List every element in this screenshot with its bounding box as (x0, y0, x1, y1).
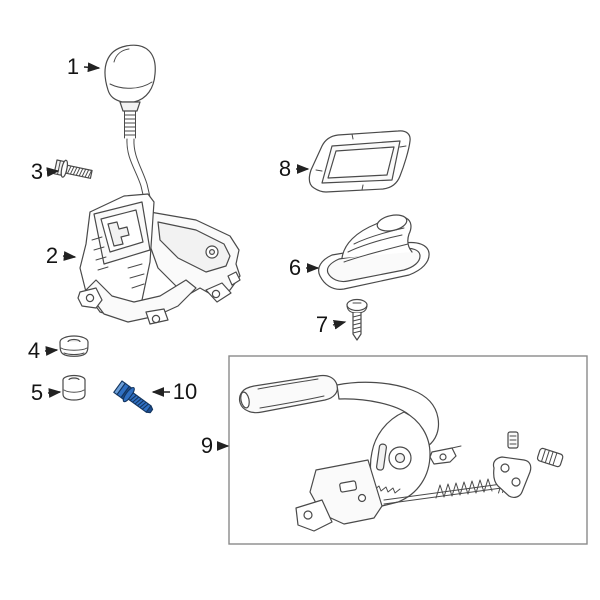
part-grommet-4[interactable] (59, 335, 89, 357)
part-bushing-5[interactable] (62, 374, 86, 401)
callout-8[interactable]: 8 (279, 156, 310, 181)
callout-6[interactable]: 6 (289, 255, 320, 280)
leader-arrow (83, 62, 101, 73)
leader-arrow (44, 346, 59, 356)
part-shift-boot[interactable] (318, 213, 430, 290)
callout-label: 5 (31, 380, 43, 405)
callout-5[interactable]: 5 (31, 380, 62, 405)
callout-9[interactable]: 9 (201, 433, 230, 458)
callout-2[interactable]: 2 (46, 243, 77, 268)
callout-label: 4 (28, 338, 40, 363)
part-bolt-highlighted[interactable] (113, 380, 157, 418)
callout-1[interactable]: 1 (67, 54, 101, 79)
part-shift-knob[interactable] (104, 44, 156, 139)
part-console-bezel[interactable] (308, 130, 411, 193)
leader-arrow (62, 251, 77, 261)
part-shifter-assembly[interactable] (77, 138, 241, 325)
callout-label: 10 (173, 379, 197, 404)
callout-7[interactable]: 7 (316, 312, 347, 337)
callout-3[interactable]: 3 (31, 159, 60, 184)
callout-label: 2 (46, 243, 58, 268)
part-screw-7[interactable] (346, 298, 368, 341)
callout-label: 3 (31, 159, 43, 184)
callout-label: 9 (201, 433, 213, 458)
callout-label: 7 (316, 312, 328, 337)
part-bolt-3[interactable] (53, 158, 93, 182)
callout-label: 1 (67, 54, 79, 79)
leader-arrow (332, 319, 347, 330)
leader-arrow (46, 167, 60, 177)
callout-4[interactable]: 4 (28, 338, 59, 363)
callout-label: 6 (289, 255, 301, 280)
callout-10[interactable]: 10 (151, 379, 197, 404)
callout-label: 8 (279, 156, 291, 181)
leader-arrow (47, 388, 62, 398)
part-parking-brake[interactable] (238, 374, 564, 532)
